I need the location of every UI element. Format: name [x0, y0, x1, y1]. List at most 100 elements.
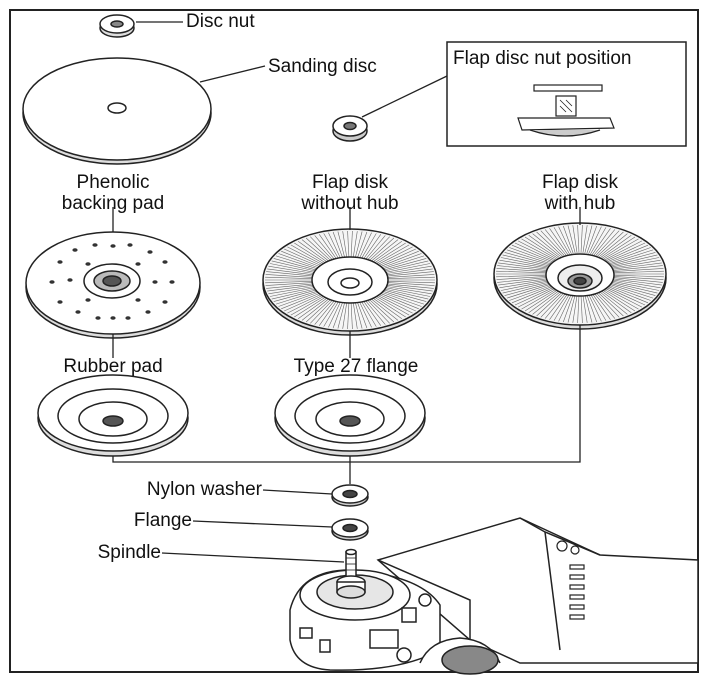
flap-hatch-line — [275, 255, 317, 269]
flap-hatch-line — [379, 248, 416, 266]
flap-hatch-line — [599, 233, 628, 257]
flap-hatch-line — [496, 276, 547, 280]
flap-hatch-line — [269, 263, 315, 273]
flap-hatch-line — [297, 297, 327, 320]
flap-hatch-line — [363, 301, 382, 326]
backing-pad-hole — [67, 278, 73, 282]
backing-pad-hole — [125, 316, 131, 320]
flap-hatch-line — [502, 254, 549, 267]
flap-hatch-line — [386, 284, 433, 292]
flap-hatch-line — [310, 300, 333, 324]
flap-hatch-line — [353, 302, 358, 329]
assembly-connector-lines — [112, 325, 581, 484]
flap-hatch-line — [544, 292, 567, 319]
flap-hatch-line — [332, 302, 343, 329]
flap-hatch-line — [387, 274, 435, 278]
flap-hatch-line — [376, 244, 410, 264]
flap-hatch-line — [521, 288, 557, 310]
spindle-label: Spindle — [97, 542, 161, 563]
flap-hatch-line — [380, 293, 419, 310]
disc-nut-label: Disc nut — [186, 11, 255, 32]
flap-hatch-line — [363, 234, 382, 259]
backing-pad-hole — [57, 260, 63, 264]
phenolic-label-line2: backing pad — [61, 193, 165, 214]
flap-hatch-line — [265, 281, 313, 284]
flap-hatch-line — [590, 293, 607, 321]
flap-hatch-line — [347, 302, 350, 330]
flap-hatch-line — [284, 248, 321, 266]
flap-hatch-line — [284, 294, 321, 312]
flap-hatch-line — [342, 231, 347, 258]
flap-hatch-line — [608, 285, 651, 301]
flap-hatch-line — [504, 252, 550, 265]
flap-hatch-line — [275, 291, 317, 305]
flap-hatch-line — [553, 227, 570, 255]
flap-hatch-line — [332, 231, 343, 258]
flap-hatch-line — [287, 246, 323, 265]
flap-hatch-line — [558, 226, 572, 254]
flap-hatch-line — [318, 301, 337, 326]
flap-hatch-line — [387, 283, 434, 289]
backing-pad-hole — [162, 260, 168, 264]
flap-hatch-line — [577, 224, 580, 254]
flap-hatch-line — [361, 301, 377, 327]
flap-hatch-line — [590, 227, 607, 255]
flap-hatch-line — [387, 271, 434, 277]
flap-hatch-line — [506, 249, 551, 264]
flap-hatch-line — [511, 244, 553, 262]
flap-hatch-line — [524, 236, 558, 259]
flap-hatch-line — [337, 231, 345, 258]
flap-hatch-line — [347, 230, 350, 258]
flap-hatch-line — [613, 274, 664, 278]
flap-hatch-line — [502, 281, 549, 294]
flap-hatch-line — [357, 302, 368, 329]
flap-hatch-line — [613, 278, 662, 286]
flap-hatch-line — [359, 232, 372, 258]
flap-hatch-line — [353, 231, 358, 258]
flap-hatch-line — [613, 265, 663, 271]
flap-hatch-line — [610, 252, 656, 265]
flap-hatch-line — [350, 230, 353, 258]
flap-hatch-line — [290, 244, 324, 264]
flap-hatch-line — [385, 287, 431, 297]
rubber-pad-label: Rubber pad — [63, 356, 163, 377]
backing-pad-hole — [75, 310, 81, 314]
flap-hatch-line — [607, 244, 649, 262]
flap-hatch-line — [563, 294, 574, 323]
flap-hatch-line — [613, 270, 664, 274]
flap-hatch-line — [613, 277, 663, 283]
flap-hatch-line — [387, 281, 435, 284]
flap-hatch-line — [603, 288, 639, 310]
flap-hatch-line — [265, 282, 313, 286]
flap-hatch-line — [524, 289, 558, 312]
flap-hatch-line — [373, 297, 403, 320]
flap-hatch-line — [500, 257, 549, 268]
flap-hatch-line — [611, 280, 660, 291]
flap-hatch-line — [374, 297, 406, 318]
flap-hatch-line — [297, 240, 327, 263]
flap-hatch-line — [369, 237, 395, 261]
flap-hatch-line — [606, 242, 646, 261]
flap-hatch-line — [301, 239, 329, 262]
flap-hatch-line — [593, 292, 616, 319]
flap-hatch-line — [582, 294, 588, 323]
flap-hatch-line — [517, 287, 556, 308]
flap-hatch-line — [536, 231, 563, 257]
backing-pad-hole — [57, 300, 63, 304]
flap-hatch-line — [592, 293, 611, 320]
flap-hatch-line — [528, 234, 560, 258]
flap-hatch-line — [384, 288, 429, 300]
flap-hatch-line — [553, 293, 570, 321]
flap-hatch-line — [509, 247, 552, 263]
flap-hatch-line — [612, 259, 661, 269]
flap-hatch-line — [371, 298, 399, 321]
flap-hatch-line — [383, 255, 425, 269]
flap-hatch-line — [608, 247, 651, 263]
flap-hatch-line — [497, 277, 547, 283]
flap-hatch-line — [609, 249, 654, 264]
flap-hatch-line — [610, 283, 656, 296]
flap-hatch-line — [323, 233, 339, 259]
disc-nut-part — [99, 14, 135, 38]
flap-hatch-line — [266, 283, 313, 289]
